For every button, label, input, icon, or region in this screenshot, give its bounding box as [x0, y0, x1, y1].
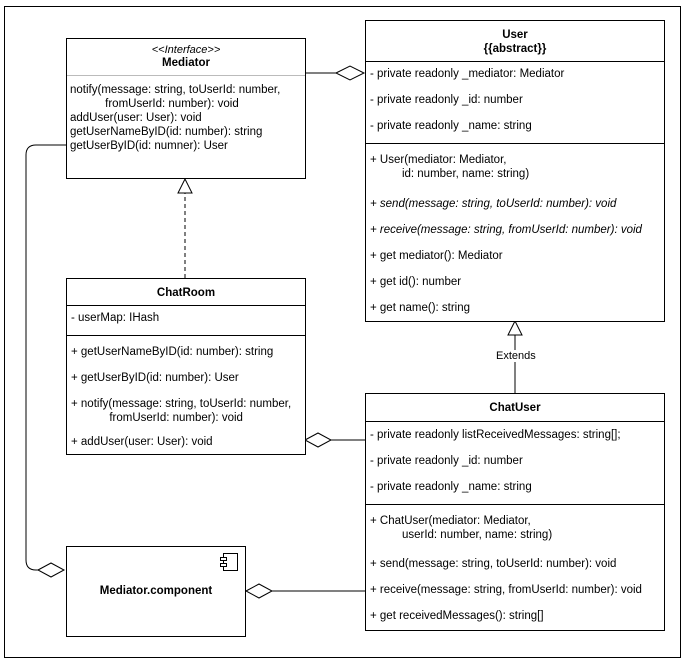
component-mediator-diamond	[36, 562, 66, 578]
component-diamond	[244, 583, 274, 599]
chatroom-method: + addUser(user: User): void	[71, 436, 213, 448]
user-class-modifier: {{abstract}}	[483, 43, 547, 55]
user-fields-divider	[366, 143, 664, 144]
user-field: - private readonly _mediator: Mediator	[370, 68, 565, 80]
user-method: id: number, name: string)	[370, 168, 530, 180]
chatroom-field: - userMap: IHash	[71, 312, 160, 324]
chatroom-method: + getUserByID(id: number): User	[71, 372, 239, 384]
mediator-method: getUserByID(id: numner): User	[70, 140, 228, 152]
component-name: Mediator.component	[99, 585, 213, 597]
mediator-stereotype: <<Interface>>	[151, 44, 221, 56]
chatuser-class-box[interactable]: ChatUser - private readonly listReceived…	[365, 393, 665, 631]
chatuser-class-name: ChatUser	[489, 402, 541, 414]
chatroom-diamond	[303, 432, 333, 448]
user-method: + receive(message: string, fromUserId: n…	[370, 224, 642, 236]
mediator-component-link	[25, 144, 67, 571]
user-diamond	[334, 65, 366, 81]
user-method: + User(mediator: Mediator,	[370, 154, 507, 166]
extends-arrow	[507, 319, 523, 336]
extends-label: Extends	[494, 350, 538, 362]
mediator-component-box[interactable]: Mediator.component	[66, 546, 246, 637]
realization-arrow	[177, 177, 193, 194]
chatroom-header-divider	[67, 305, 305, 306]
mediator-method: fromUserId: number): void	[70, 98, 239, 110]
user-method: + get mediator(): Mediator	[370, 250, 503, 262]
outer-frame	[4, 6, 681, 658]
chatroom-fields-divider	[67, 335, 305, 336]
user-header-divider	[366, 61, 664, 62]
chatroom-class-name: ChatRoom	[156, 287, 216, 299]
chatroom-method: fromUserId: number): void	[71, 412, 243, 424]
chatuser-fields-divider	[366, 504, 664, 505]
user-method: + get id(): number	[370, 276, 462, 288]
mediator-method: getUserNameByID(id: number): string	[70, 126, 263, 138]
chatuser-method: + receive(message: string, fromUserId: n…	[370, 584, 642, 596]
chatuser-method: + ChatUser(mediator: Mediator,	[370, 515, 531, 527]
chatuser-method: userId: number, name: string)	[370, 529, 553, 541]
chatuser-field: - private readonly _name: string	[370, 481, 532, 493]
user-class-box[interactable]: User {{abstract}} - private readonly _me…	[365, 20, 665, 322]
user-method: + send(message: string, toUserId: number…	[370, 198, 617, 210]
chatroom-class-box[interactable]: ChatRoom - userMap: IHash + getUserNameB…	[66, 278, 306, 455]
chatroom-method: + notify(message: string, toUserId: numb…	[71, 398, 292, 410]
component-icon	[220, 553, 238, 571]
user-field: - private readonly _name: string	[370, 120, 532, 132]
mediator-name: Mediator	[162, 57, 210, 69]
chatuser-method: + send(message: string, toUserId: number…	[370, 558, 617, 570]
chatuser-field: - private readonly _id: number	[370, 455, 523, 467]
mediator-method: addUser(user: User): void	[70, 112, 202, 124]
user-class-name: User	[502, 29, 528, 41]
chatuser-header-divider	[366, 421, 664, 422]
user-method: + get name(): string	[370, 302, 471, 314]
mediator-method: notify(message: string, toUserId: number…	[70, 84, 281, 96]
chatroom-method: + getUserNameByID(id: number): string	[71, 346, 274, 358]
user-field: - private readonly _id: number	[370, 94, 523, 106]
mediator-divider	[67, 75, 305, 76]
chatuser-field: - private readonly listReceivedMessages:…	[370, 429, 621, 441]
chatuser-method: + get receivedMessages(): string[]	[370, 610, 544, 622]
mediator-interface-box[interactable]: <<Interface>> Mediator notify(message: s…	[66, 38, 306, 179]
